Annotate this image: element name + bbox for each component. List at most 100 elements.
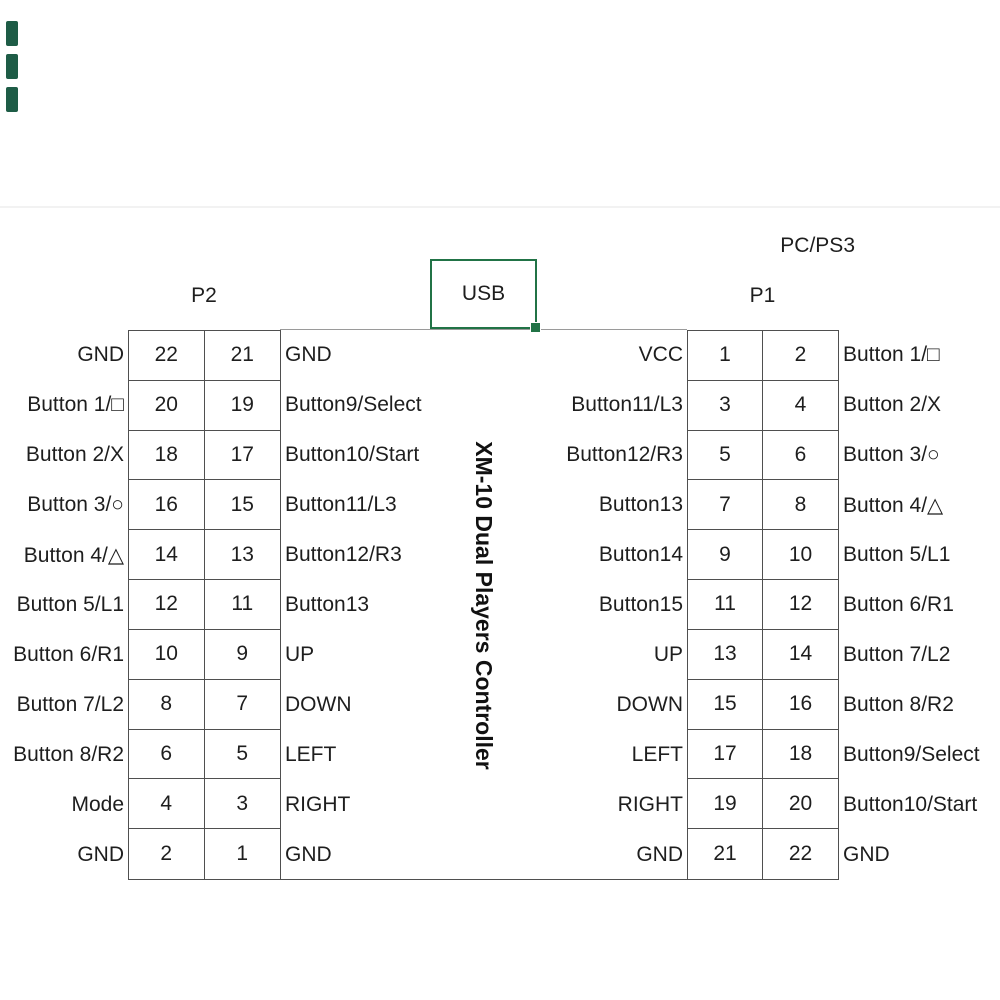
pin-cell: 2	[763, 331, 838, 381]
pin-cell: 13	[204, 530, 280, 581]
pin-cell: 17	[204, 431, 280, 481]
pin-label: Button9/Select	[843, 743, 980, 766]
pin-label: Button 5/L1	[843, 543, 951, 566]
p2-connector-label: P2	[191, 284, 217, 307]
pin-cell: 16	[763, 680, 838, 730]
pin-label: GND	[285, 343, 332, 366]
pin-label: UP	[285, 643, 315, 666]
edge-mark-icon	[6, 54, 18, 79]
pin-label: Button 5/L1	[16, 593, 124, 616]
pin-label: Button 6/R1	[13, 643, 124, 666]
pin-label: GND	[77, 343, 124, 366]
pin-cell: 7	[204, 680, 280, 730]
pin-cell: 8	[763, 480, 838, 531]
pin-label: VCC	[638, 343, 683, 366]
pin-cell: 14	[763, 630, 838, 680]
pin-cell: 10	[763, 530, 838, 581]
pin-cell: 14	[129, 530, 205, 581]
pin-cell: 6	[129, 729, 205, 780]
pin-label: Button 3/○	[27, 493, 124, 516]
selection-handle	[530, 322, 541, 333]
p1-outer-label-column: Button 1/□ Button 2/X Button 3/○ Button …	[843, 330, 1000, 880]
pin-cell: 5	[688, 430, 763, 481]
pin-label: GND	[843, 843, 890, 866]
pin-label: Button10/Start	[843, 793, 978, 816]
pin-label: LEFT	[285, 743, 337, 766]
pin-cell: 17	[688, 729, 763, 780]
pin-cell: 20	[763, 779, 838, 830]
pin-label: UP	[653, 643, 683, 666]
pin-label: Mode	[71, 793, 124, 816]
pin-cell: 18	[129, 430, 205, 481]
platform-label: PC/PS3	[780, 234, 855, 257]
p2-pin-table: 22 21 20 19 18 17 16 15 14 13 12 11 10 9…	[128, 330, 281, 880]
pin-cell: 19	[688, 779, 763, 830]
center-top-border	[280, 329, 687, 330]
pin-label: RIGHT	[617, 793, 683, 816]
pin-label: Button10/Start	[285, 443, 420, 466]
pin-label: GND	[77, 843, 124, 866]
pin-label: DOWN	[285, 693, 352, 716]
p2-outer-label-column: GND Button 1/□ Button 2/X Button 3/○ But…	[0, 330, 124, 880]
pin-cell: 12	[129, 580, 205, 630]
pin-cell: 21	[688, 829, 763, 879]
p2-inner-label-column: GND Button9/Select Button10/Start Button…	[285, 330, 475, 880]
pin-label: Button 4/△	[843, 493, 944, 517]
pin-label: Button12/R3	[285, 543, 402, 566]
pin-cell: 3	[204, 779, 280, 830]
pin-cell: 13	[688, 629, 763, 680]
pin-cell: 22	[788, 842, 813, 866]
pin-cell: 15	[688, 679, 763, 730]
pin-cell: 10	[129, 629, 205, 680]
pin-label: GND	[285, 843, 332, 866]
pin-label: DOWN	[616, 693, 684, 716]
pin-cell: 6	[763, 431, 838, 481]
pin-label: Button12/R3	[566, 443, 683, 466]
p1-connector-label: P1	[749, 284, 776, 307]
pin-label: Button 2/X	[843, 393, 942, 416]
pin-label: Button11/L3	[285, 493, 397, 516]
pin-label: Button11/L3	[571, 393, 683, 416]
pin-cell: 19	[204, 381, 280, 431]
pin-cell: 18	[763, 730, 838, 780]
usb-selection-box: USB	[430, 259, 541, 333]
pin-label: RIGHT	[285, 793, 351, 816]
pin-cell: 2	[129, 829, 205, 879]
p1-pin-table: 1 2 3 4 5 6 7 8 9 10 11 12 13 14 15 16 1…	[687, 330, 839, 880]
pin-cell: 5	[204, 730, 280, 780]
pin-cell: 8	[129, 679, 205, 730]
pin-label: Button 1/□	[27, 393, 124, 416]
pin-label: GND	[636, 843, 683, 866]
pin-label: Button 6/R1	[843, 593, 954, 616]
pin-cell: 21	[204, 331, 280, 381]
pin-cell: 9	[688, 530, 763, 581]
pin-cell: 9	[204, 630, 280, 680]
pin-cell: 11	[204, 580, 280, 630]
pin-cell: 1	[688, 331, 763, 381]
edge-mark-icon	[6, 87, 18, 112]
pin-label: Button 3/○	[843, 443, 940, 466]
usb-label: USB	[461, 282, 506, 305]
pin-label: Button15	[598, 593, 683, 616]
pin-cell: 11	[688, 580, 763, 630]
pin-label: Button 7/L2	[843, 643, 951, 666]
pin-cell: 4	[129, 779, 205, 830]
center-bottom-border	[280, 879, 687, 880]
pin-label: Button9/Select	[285, 393, 422, 416]
pin-cell: 4	[763, 381, 838, 431]
pin-cell: 15	[204, 480, 280, 531]
pin-label: Button 8/R2	[843, 693, 954, 716]
pin-label: LEFT	[631, 743, 683, 766]
pin-cell: 12	[763, 580, 838, 630]
pin-label: Button13	[285, 593, 370, 616]
pin-label: Button 2/X	[25, 443, 124, 466]
section-divider-line	[0, 206, 1000, 208]
pin-label: Button 1/□	[843, 343, 940, 366]
pin-cell: 7	[688, 480, 763, 531]
pin-cell: 20	[129, 380, 205, 431]
pin-label: Button13	[598, 493, 683, 516]
pin-cell: 1	[236, 842, 249, 866]
pin-label: Button 8/R2	[13, 743, 124, 766]
pin-label: Button 7/L2	[16, 693, 124, 716]
